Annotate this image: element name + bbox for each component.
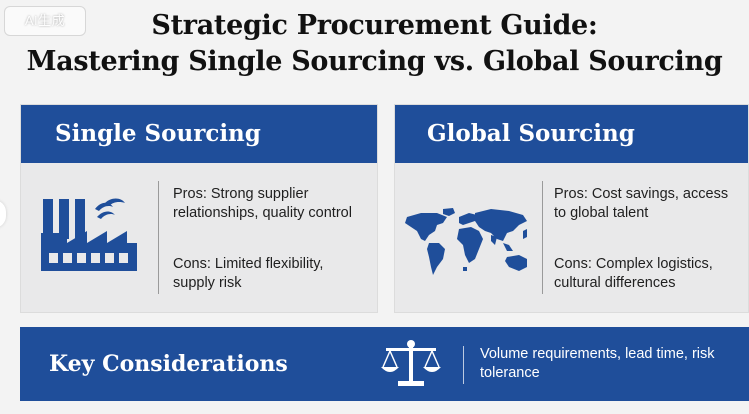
side-handle[interactable]: [0, 200, 6, 228]
factory-icon: [39, 197, 139, 276]
page-title-line-2: Mastering Single Sourcing vs. Global Sou…: [26, 46, 723, 77]
key-considerations-heading: Key Considerations: [49, 351, 288, 377]
world-map-icon: [403, 207, 533, 282]
global-sourcing-cons: Cons: Complex logistics, cultural differ…: [554, 256, 713, 291]
single-sourcing-heading: Single Sourcing: [21, 105, 377, 163]
global-sourcing-body: Pros: Cost savings, access to global tal…: [395, 163, 748, 312]
balance-scale-icon: [380, 339, 442, 394]
key-considerations-divider: [463, 346, 464, 384]
global-sourcing-pros: Pros: Cost savings, access to global tal…: [554, 186, 729, 221]
single-sourcing-panel: Single Sourcing: [20, 104, 378, 313]
key-considerations-text: Volume requirements, lead time, risk tol…: [480, 346, 715, 381]
page-title: Strategic Procurement Guide: Mastering S…: [0, 8, 749, 80]
single-sourcing-cons: Cons: Limited flexibility, supply risk: [173, 256, 324, 291]
ai-generated-watermark: AI生成: [4, 6, 86, 36]
page-title-line-1: Strategic Procurement Guide:: [151, 10, 598, 41]
global-sourcing-heading: Global Sourcing: [395, 105, 748, 163]
single-sourcing-pros: Pros: Strong supplier relationships, qua…: [173, 186, 352, 221]
global-sourcing-panel: Global Sourcing: [394, 104, 749, 313]
key-considerations-bar: Key Considerations Volume requirements, …: [20, 327, 749, 401]
single-sourcing-divider: [158, 181, 159, 294]
global-sourcing-divider: [542, 181, 543, 294]
single-sourcing-body: Pros: Strong supplier relationships, qua…: [21, 163, 377, 312]
